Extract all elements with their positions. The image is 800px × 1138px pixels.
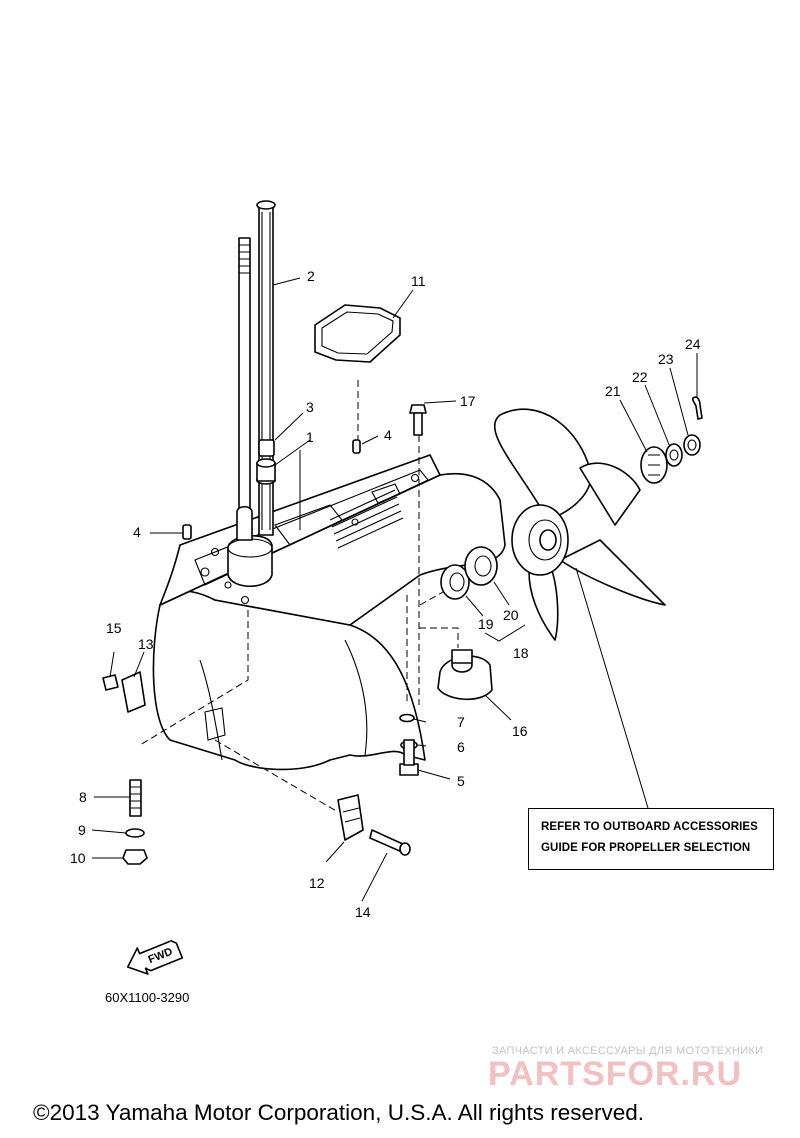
propeller-note-box: REFER TO OUTBOARD ACCESSORIES GUIDE FOR … — [528, 808, 774, 870]
drain-plug — [399, 713, 419, 776]
callout-labels: 1 2 3 4 4 5 6 7 8 9 10 11 12 13 14 15 16… — [70, 268, 701, 920]
callout-6: 6 — [457, 739, 465, 755]
bolt — [409, 404, 427, 436]
callout-1: 1 — [306, 429, 314, 445]
callout-12: 12 — [309, 875, 325, 891]
trim-tab-anode — [337, 794, 411, 856]
callout-11: 11 — [411, 273, 426, 289]
dowel-pin — [182, 439, 361, 540]
callout-22: 22 — [632, 369, 648, 385]
drive-shaft — [256, 200, 276, 536]
gasket-frame — [314, 304, 401, 363]
shift-rod — [236, 237, 253, 541]
copyright-notice: ©2013 Yamaha Motor Corporation, U.S.A. A… — [33, 1100, 645, 1125]
callout-5: 5 — [457, 773, 465, 789]
callout-9: 9 — [78, 822, 86, 838]
callout-3: 3 — [306, 399, 314, 415]
callout-14: 14 — [355, 904, 371, 920]
callout-2: 2 — [307, 268, 315, 284]
callout-24: 24 — [685, 336, 701, 352]
lower-unit-housing — [152, 454, 506, 771]
callout-23: 23 — [658, 351, 674, 367]
oil-seal-housing — [256, 458, 276, 485]
spacer — [665, 443, 683, 467]
callout-21: 21 — [605, 383, 621, 399]
callout-8: 8 — [79, 789, 87, 805]
callout-10: 10 — [70, 850, 86, 866]
assembly-lines — [139, 380, 459, 813]
callout-20: 20 — [503, 607, 519, 623]
cone-fitting — [437, 649, 493, 701]
watermark-tagline: ЗАПЧАСТИ И АКСЕССУАРЫ ДЛЯ МОТОТЕХНИКИ — [492, 1045, 764, 1057]
stud-bolt — [122, 779, 148, 865]
callout-7: 7 — [457, 714, 465, 730]
watermark-logo: PARTSFOR.RU — [488, 1055, 743, 1093]
forward-arrow: FWD — [126, 940, 184, 975]
propeller — [493, 408, 666, 641]
callout-16: 16 — [512, 723, 528, 739]
anode-plate — [102, 671, 146, 713]
propeller-nut — [683, 434, 701, 456]
callout-4-right: 4 — [384, 427, 392, 443]
thrust-washer — [640, 446, 668, 484]
callout-19: 19 — [478, 616, 494, 632]
callout-17: 17 — [460, 393, 476, 409]
leader-lines — [91, 277, 698, 902]
callout-18: 18 — [513, 645, 529, 661]
bushing — [258, 439, 275, 457]
seal-ring — [440, 546, 498, 600]
note-line-2: GUIDE FOR PROPELLER SELECTION — [541, 842, 751, 854]
catalog-number: 60X1100-3290 — [105, 990, 190, 1005]
callout-15: 15 — [106, 620, 122, 636]
note-line-1: REFER TO OUTBOARD ACCESSORIES — [541, 821, 758, 833]
callout-4-left: 4 — [133, 524, 141, 540]
callout-13: 13 — [138, 636, 154, 652]
cotter-pin — [691, 396, 703, 420]
